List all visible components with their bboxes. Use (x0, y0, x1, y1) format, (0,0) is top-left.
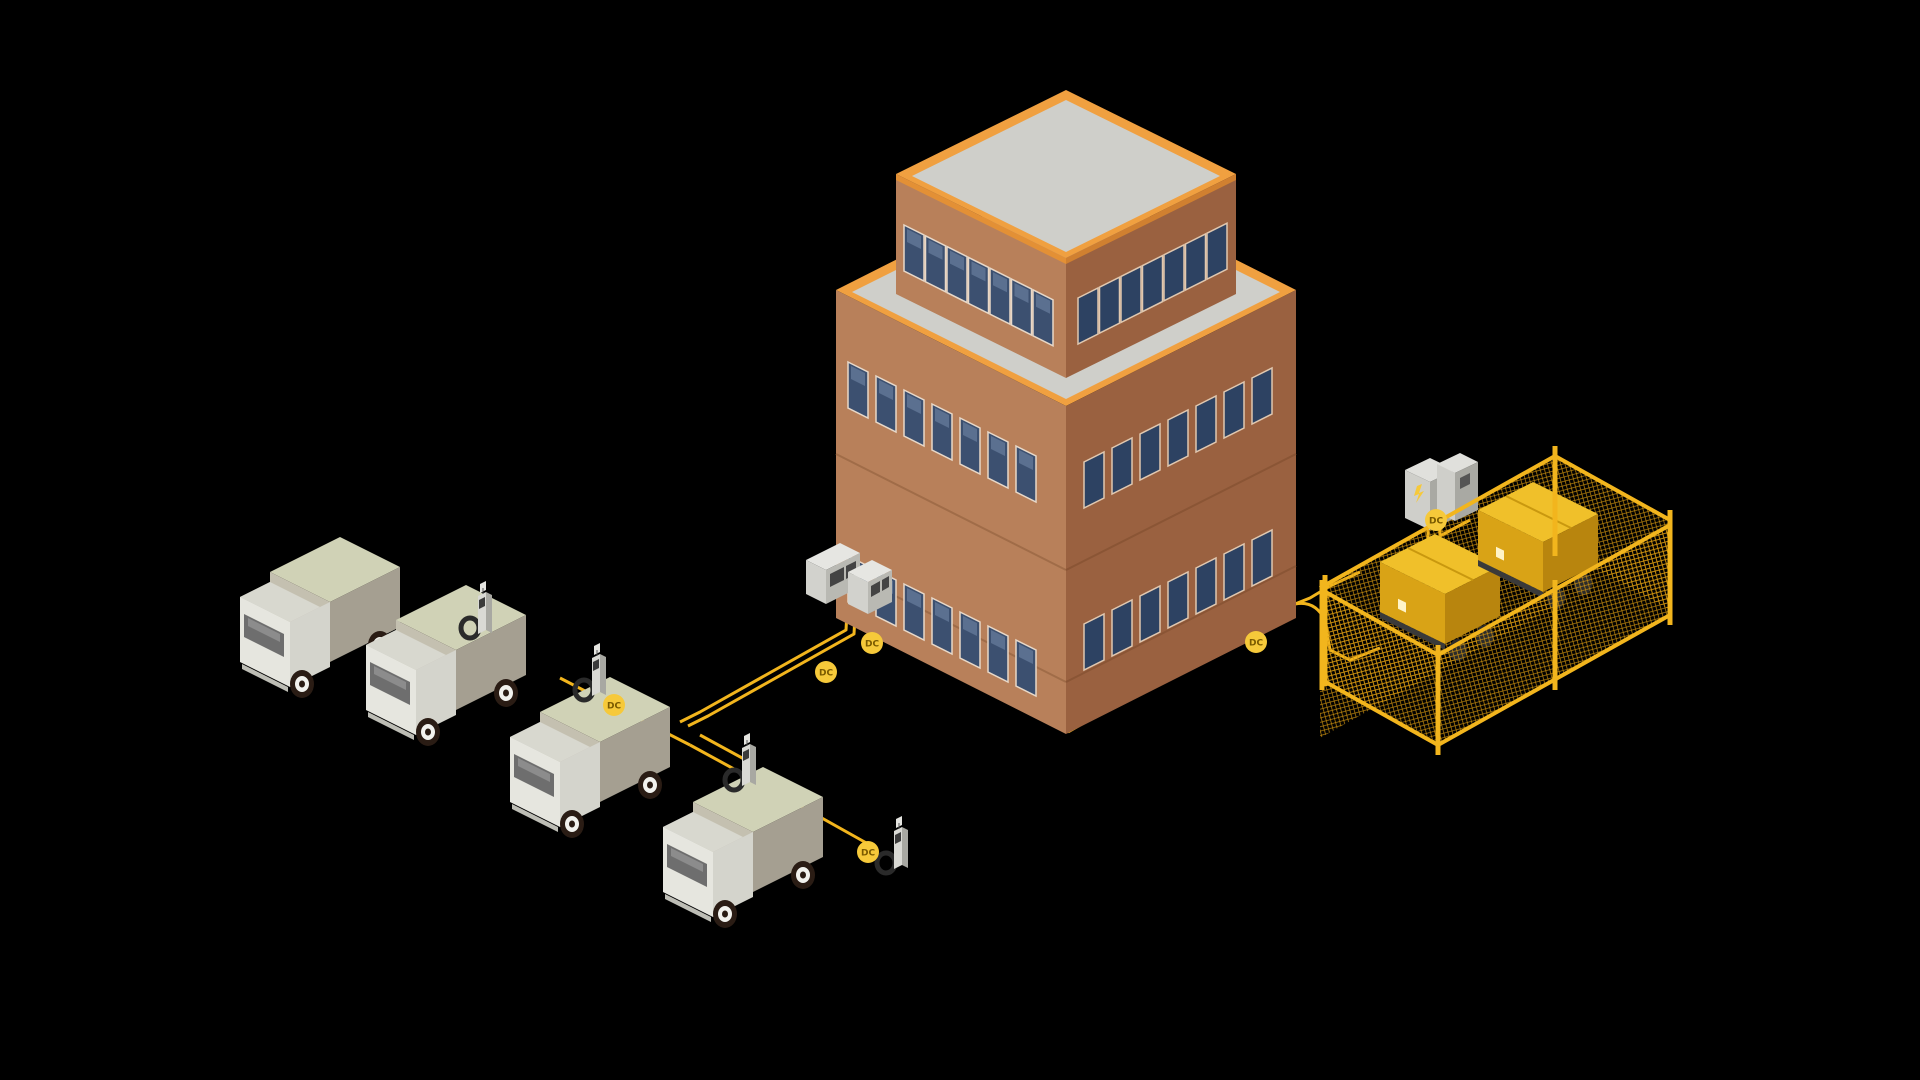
window (1163, 244, 1185, 302)
dc-badge: DC (857, 841, 879, 863)
window (959, 611, 981, 669)
window (903, 583, 925, 641)
window (875, 375, 897, 433)
window (903, 389, 925, 447)
window (1098, 276, 1121, 334)
window (1111, 437, 1133, 495)
delivery-trucks (240, 537, 823, 928)
window (1251, 529, 1273, 587)
window (1206, 222, 1228, 280)
lightning-icon (1414, 484, 1424, 503)
window (989, 267, 1011, 325)
window (946, 245, 968, 304)
delivery-truck (510, 677, 670, 838)
ev-charger-icon (575, 643, 606, 700)
dc-badge: DC (1425, 509, 1447, 531)
electrical-panel-icon (848, 560, 892, 614)
window (903, 224, 925, 282)
window (931, 403, 953, 461)
window (1223, 381, 1245, 439)
dc-label: DC (1249, 639, 1263, 649)
window (1195, 557, 1217, 615)
window (924, 235, 947, 293)
window (1083, 613, 1105, 671)
window (967, 256, 990, 315)
generator-control-panels (1405, 453, 1478, 530)
delivery-truck (663, 767, 823, 928)
window (1032, 289, 1054, 347)
window (1167, 409, 1189, 467)
dc-badge: DC (861, 632, 883, 654)
window (1251, 367, 1273, 425)
window (1223, 543, 1245, 601)
window (1139, 423, 1161, 481)
window (847, 361, 869, 419)
dc-badge: DC (1245, 631, 1267, 653)
window (1120, 265, 1142, 324)
dc-label: DC (1429, 517, 1443, 527)
window (931, 597, 953, 655)
window (1015, 639, 1037, 697)
ev-charger-icon (877, 816, 908, 873)
window (1195, 395, 1217, 453)
dc-label: DC (865, 640, 879, 650)
window (1139, 585, 1161, 643)
dc-label: DC (819, 669, 833, 679)
window (959, 417, 981, 475)
window (1015, 445, 1037, 503)
dc-label: DC (861, 849, 875, 859)
window (1111, 599, 1133, 657)
dc-badges: DC DC DC DC DC DC (603, 509, 1447, 863)
wall-electrical-panels (806, 543, 892, 614)
generator-enclosure-front (1319, 446, 1673, 755)
window (1083, 451, 1105, 509)
dc-label: DC (607, 702, 621, 712)
dc-badge: DC (603, 694, 625, 716)
window (1184, 233, 1207, 291)
window (1077, 287, 1099, 345)
ev-charger-icon (725, 733, 756, 790)
window (987, 431, 1009, 489)
window (1010, 278, 1033, 336)
window (1141, 254, 1164, 313)
window (987, 625, 1009, 683)
window (1167, 571, 1189, 629)
dc-badge: DC (815, 661, 837, 683)
electrical-panel-icon (806, 543, 860, 604)
